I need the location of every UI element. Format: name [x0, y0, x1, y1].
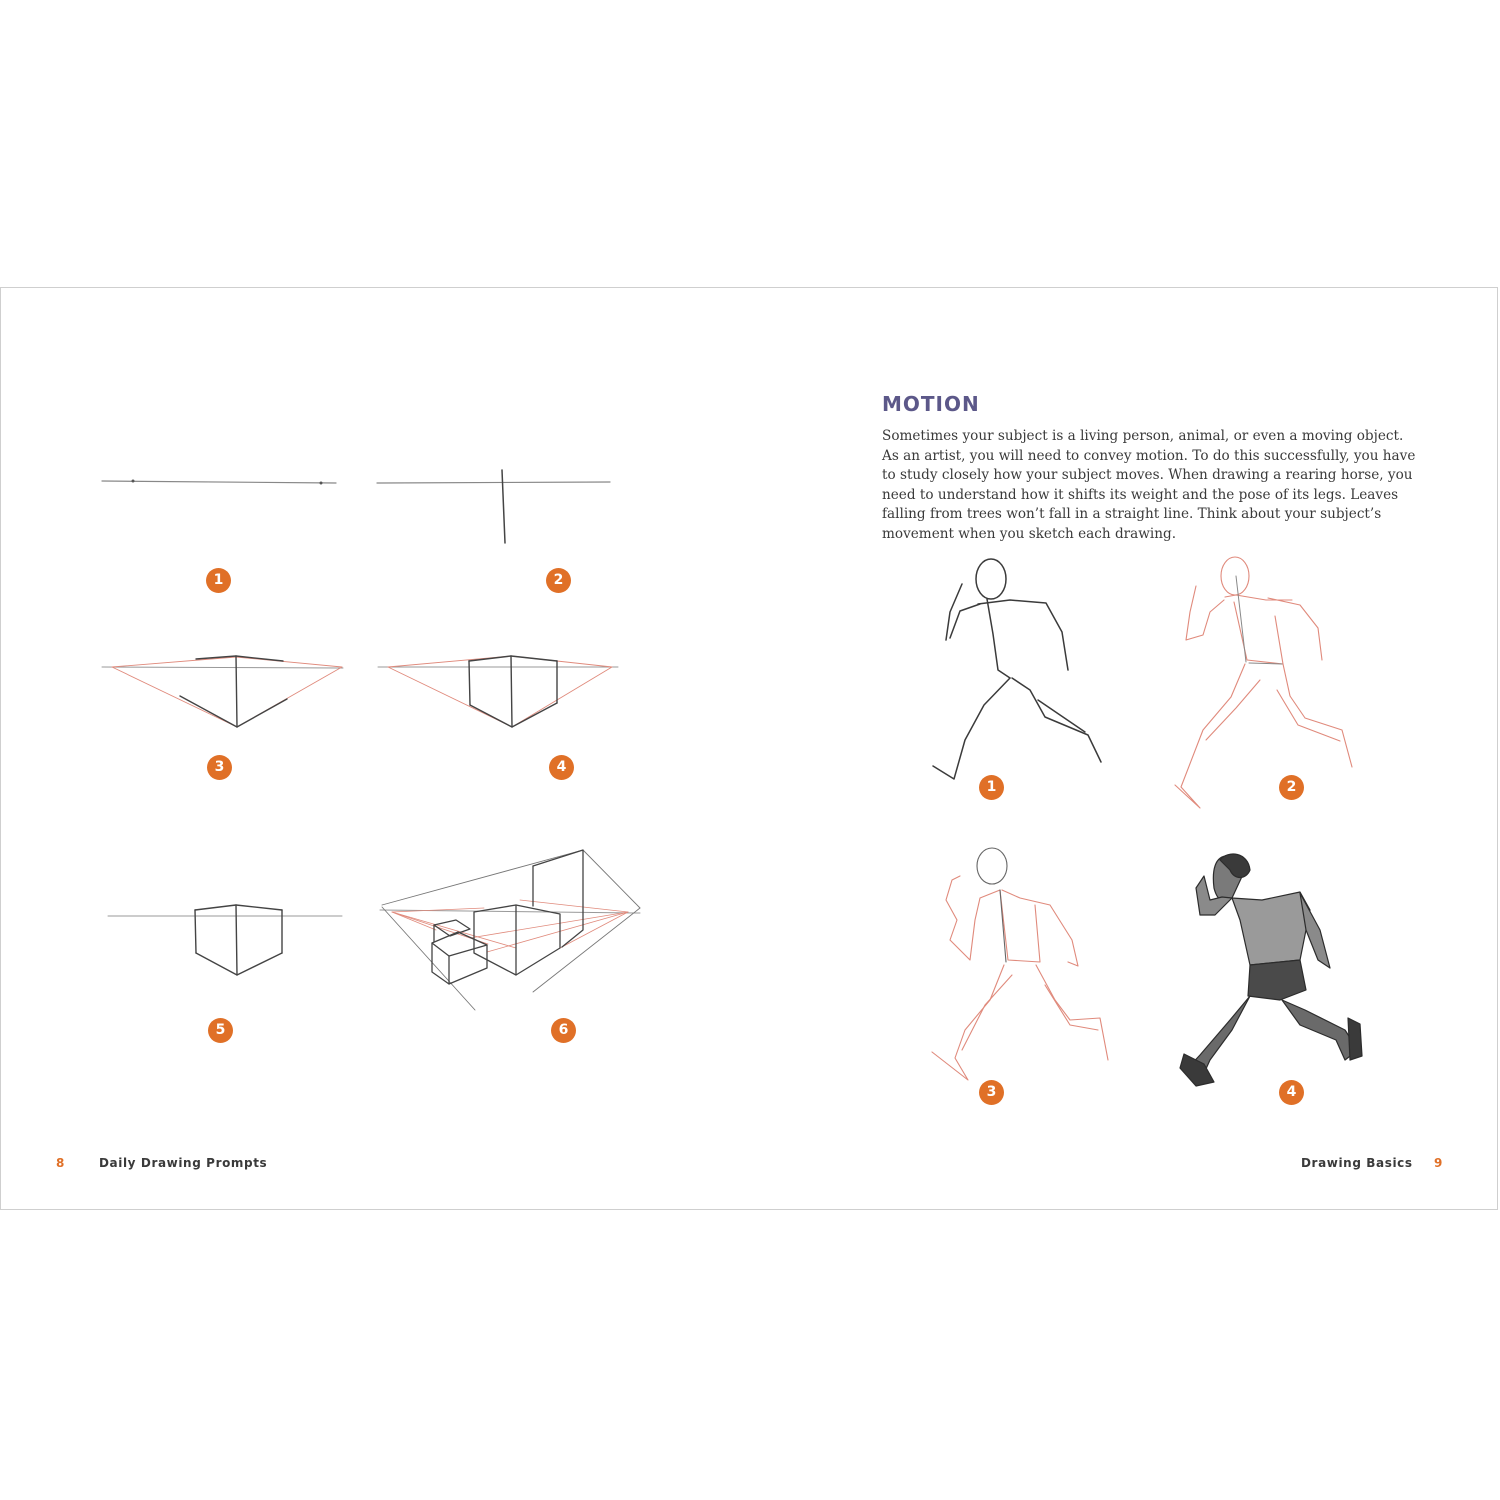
runner-step-3: [931, 847, 1109, 1081]
step-badge-3: 3: [207, 755, 232, 780]
perspective-step-4: [377, 655, 619, 728]
runner-step-4: [1179, 853, 1363, 1087]
perspective-step-5: [107, 904, 343, 976]
section-body: Sometimes your subject is a living perso…: [882, 428, 1416, 542]
step-badge-4: 4: [549, 755, 574, 780]
book-spread: [0, 287, 1498, 1210]
runner-badge-2: 2: [1279, 775, 1304, 800]
perspective-step-3: [101, 655, 344, 728]
runner-badge-1: 1: [979, 775, 1004, 800]
perspective-step-2: [376, 469, 611, 544]
step-badge-1: 1: [206, 568, 231, 593]
left-page-number: 8: [56, 1156, 65, 1170]
step-badge-6: 6: [551, 1018, 576, 1043]
runner-badge-4: 4: [1279, 1080, 1304, 1105]
perspective-step-6: [379, 849, 641, 1011]
step-badge-5: 5: [208, 1018, 233, 1043]
section-heading: MOTION: [882, 392, 980, 416]
runner-step-1: [932, 558, 1102, 780]
runner-step-2: [1174, 556, 1353, 809]
left-running-title: Daily Drawing Prompts: [99, 1156, 268, 1170]
perspective-step-1: [101, 479, 337, 485]
right-running-title: Drawing Basics: [1301, 1156, 1413, 1170]
runner-badge-3: 3: [979, 1080, 1004, 1105]
step-badge-2: 2: [546, 568, 571, 593]
right-page-number: 9: [1434, 1156, 1443, 1170]
